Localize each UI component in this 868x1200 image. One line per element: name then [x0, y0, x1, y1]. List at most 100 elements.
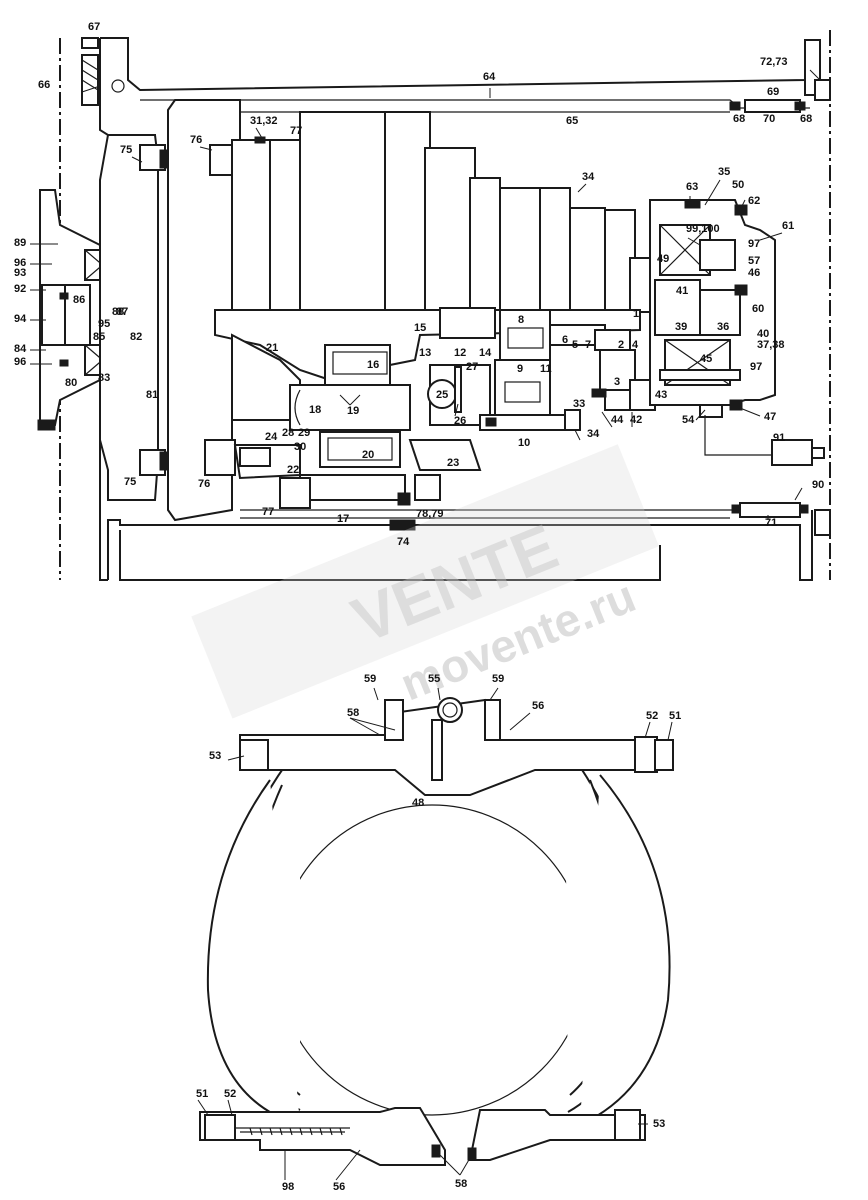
- leader-line: [794, 487, 803, 501]
- part-label: 8: [518, 314, 524, 326]
- part-label: 52: [646, 710, 658, 722]
- part-label: 49: [657, 253, 669, 265]
- part-label: 54: [682, 414, 695, 426]
- leader-line: [574, 429, 581, 441]
- part-label: 84: [14, 343, 27, 355]
- leader-line: [695, 409, 706, 421]
- leader-line: [509, 712, 531, 731]
- part-label: 35: [718, 166, 730, 178]
- part-label: 14: [479, 347, 492, 359]
- part-label: 68: [800, 113, 812, 125]
- part-label: 69: [767, 86, 779, 98]
- part-label: 97: [750, 361, 762, 373]
- leader-line: [644, 721, 651, 739]
- leader-line: [759, 232, 783, 241]
- part-label: 91: [773, 432, 785, 444]
- part-label: 29: [298, 427, 310, 439]
- part-label: 97: [748, 238, 760, 250]
- leader-line: [81, 85, 101, 93]
- leader-line: [197, 1099, 209, 1116]
- part-label: 3: [614, 376, 620, 388]
- part-label: 36: [717, 321, 729, 333]
- part-label: 52: [224, 1088, 236, 1100]
- part-label: 19: [347, 405, 359, 417]
- part-label: 45: [700, 353, 712, 365]
- part-label: 87: [116, 306, 128, 318]
- leader-line: [459, 1157, 471, 1176]
- part-label: 33: [573, 398, 585, 410]
- part-label: 60: [752, 303, 764, 315]
- part-label: 89: [14, 237, 26, 249]
- brake-clamp-view: [199, 697, 674, 1166]
- part-label: 6: [562, 334, 568, 346]
- leader-line: [227, 1099, 233, 1116]
- part-label: 42: [630, 414, 642, 426]
- leader-line: [667, 721, 673, 741]
- part-label: 4: [632, 339, 639, 351]
- leader-line: [687, 237, 701, 246]
- part-label: 31,32: [250, 115, 278, 127]
- part-label: 44: [611, 414, 624, 426]
- part-label: 2: [618, 339, 624, 351]
- part-label: 58: [347, 707, 359, 719]
- part-label: 46: [748, 267, 760, 279]
- part-label: 64: [483, 71, 496, 83]
- part-label: 80: [65, 377, 77, 389]
- part-label: 51: [669, 710, 681, 722]
- leader-line: [373, 687, 379, 701]
- part-label: 65: [566, 115, 578, 127]
- part-label: 30: [294, 441, 306, 453]
- part-label: 24: [265, 431, 278, 443]
- leader-line: [454, 403, 459, 417]
- part-label: 21: [266, 342, 278, 354]
- part-label: 74: [397, 536, 410, 548]
- part-label: 76: [190, 134, 202, 146]
- part-label: 77: [262, 506, 274, 518]
- part-label: 1: [633, 308, 639, 320]
- leader-line: [437, 687, 441, 701]
- part-label: 57: [748, 255, 760, 267]
- gearbox-section-view: [37, 30, 831, 581]
- part-label: 70: [763, 113, 775, 125]
- part-label: 48: [412, 797, 424, 809]
- part-label: 78,79: [416, 508, 444, 520]
- leader-line: [255, 127, 263, 139]
- part-label: 86: [73, 294, 85, 306]
- part-label: 62: [748, 195, 760, 207]
- part-label: 11: [540, 363, 552, 375]
- part-label: 50: [732, 179, 744, 191]
- part-label: 7: [585, 339, 591, 351]
- part-label: 68: [733, 113, 745, 125]
- part-label: 41: [676, 285, 688, 297]
- part-label: 75: [120, 144, 132, 156]
- part-label: 51: [196, 1088, 208, 1100]
- part-label: 16: [367, 359, 379, 371]
- part-label: 15: [414, 322, 426, 334]
- part-label: 82: [130, 331, 142, 343]
- part-label: 28: [282, 427, 294, 439]
- part-label: 25: [436, 389, 448, 401]
- part-label: 94: [14, 313, 27, 325]
- part-label: 26: [454, 415, 466, 427]
- part-label: 90: [812, 479, 824, 491]
- part-label: 71: [765, 517, 777, 529]
- part-label: 40: [757, 328, 769, 340]
- part-label: 85: [93, 331, 105, 343]
- part-label: 92: [14, 283, 26, 295]
- part-label: 67: [88, 21, 100, 33]
- part-label: 55: [428, 673, 440, 685]
- part-label: 96: [14, 257, 26, 269]
- leader-line: [739, 407, 761, 417]
- part-label: 34: [587, 428, 600, 440]
- leader-line: [704, 179, 721, 206]
- part-label: 72,73: [760, 56, 788, 68]
- part-label: 99,100: [686, 223, 720, 235]
- part-label: 56: [333, 1181, 345, 1193]
- leader-line: [349, 717, 381, 736]
- part-label: 18: [309, 404, 321, 416]
- part-label: 53: [653, 1118, 665, 1130]
- leader-line: [577, 183, 587, 193]
- leader-line: [601, 411, 613, 428]
